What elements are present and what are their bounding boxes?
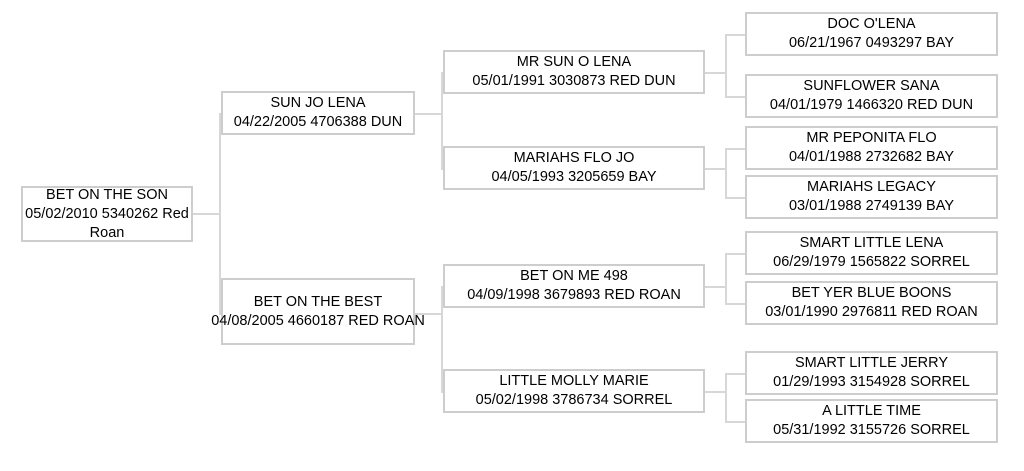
node-dam-dam-info: 05/02/1998 3786734 SORREL: [475, 392, 673, 408]
node-g4-3[interactable]: MR PEPONITA FLO 04/01/1988 2732682 BAY: [745, 126, 998, 170]
node-g4-5-info: 06/29/1979 1565822 SORREL: [773, 254, 970, 270]
connector-sire-stub: [415, 113, 443, 115]
node-g4-1-name: DOC O'LENA: [827, 16, 916, 32]
node-g4-1-info: 06/21/1967 0493297 BAY: [788, 35, 954, 51]
node-sire-sire[interactable]: MR SUN O LENA 05/01/1991 3030873 RED DUN: [443, 50, 705, 94]
connector-dam-dam-to-g4-7: [725, 373, 747, 375]
node-dam-dam[interactable]: LITTLE MOLLY MARIE 05/02/1998 3786734 SO…: [443, 369, 705, 413]
connector-sire-sire-to-g4-2: [725, 96, 747, 98]
node-g4-1[interactable]: DOC O'LENA 06/21/1967 0493297 BAY: [745, 12, 998, 56]
node-g4-5-name: SMART LITTLE LENA: [799, 235, 944, 251]
connector-dam-riser: [441, 286, 443, 393]
node-g4-8-name: A LITTLE TIME: [822, 403, 921, 419]
connector-sire-dam-to-g4-4: [725, 197, 747, 199]
connector-sire-sire-stub: [705, 72, 727, 74]
node-dam-info: 04/08/2005 4660187 RED ROAN: [211, 312, 425, 329]
connector-sire-dam-stub: [705, 168, 727, 170]
connector-dam-dam-stub: [705, 391, 727, 393]
connector-sire-riser: [441, 72, 443, 170]
node-g4-7-name: SMART LITTLE JERRY: [794, 355, 949, 371]
node-dam-sire-info: 04/09/1998 3679893 RED ROAN: [467, 287, 681, 303]
node-g4-2[interactable]: SUNFLOWER SANA 04/01/1979 1466320 RED DU…: [745, 74, 998, 118]
node-sire-name: SUN JO LENA: [270, 95, 366, 111]
node-dam-dam-name: LITTLE MOLLY MARIE: [499, 373, 649, 389]
node-sire-dam[interactable]: MARIAHS FLO JO 04/05/1993 3205659 BAY: [443, 146, 705, 190]
node-g4-8[interactable]: A LITTLE TIME 05/31/1992 3155726 SORREL: [745, 399, 998, 443]
node-sire-sire-name: MR SUN O LENA: [516, 54, 632, 70]
node-g4-4[interactable]: MARIAHS LEGACY 03/01/1988 2749139 BAY: [745, 175, 998, 219]
connector-sire-sire-riser: [725, 34, 727, 98]
node-dam[interactable]: BET ON THE BEST 04/08/2005 4660187 RED R…: [211, 278, 425, 345]
connector-dam-dam-riser: [725, 373, 727, 423]
connector-root-riser: [219, 113, 221, 315]
connector-root-stub: [193, 213, 221, 215]
node-g4-7[interactable]: SMART LITTLE JERRY 01/29/1993 3154928 SO…: [745, 351, 998, 395]
node-g4-2-name: SUNFLOWER SANA: [803, 78, 940, 94]
connector-sire-sire-to-g4-1: [725, 34, 747, 36]
node-root-name: BET ON THE SON: [46, 186, 168, 203]
connector-dam-dam-to-g4-8: [725, 421, 747, 423]
node-dam-name: BET ON THE BEST: [253, 293, 383, 310]
node-root-info: 05/02/2010 5340262 Red Roan: [25, 205, 189, 241]
connector-sire-dam-to-g4-3: [725, 148, 747, 150]
connector-dam-sire-to-g4-6: [725, 303, 747, 305]
node-g4-6-name: BET YER BLUE BOONS: [791, 285, 952, 301]
node-sire-sire-info: 05/01/1991 3030873 RED DUN: [472, 73, 676, 89]
node-g4-6-info: 03/01/1990 2976811 RED ROAN: [765, 304, 978, 320]
node-dam-sire[interactable]: BET ON ME 498 04/09/1998 3679893 RED ROA…: [443, 264, 705, 308]
connector-dam-sire-to-g4-5: [725, 253, 747, 255]
connector-dam-sire-stub: [705, 286, 727, 288]
node-g4-3-name: MR PEPONITA FLO: [806, 130, 937, 146]
node-g4-4-info: 03/01/1988 2749139 BAY: [788, 198, 954, 214]
connector-dam-stub: [415, 313, 443, 315]
node-g4-8-info: 05/31/1992 3155726 SORREL: [773, 422, 970, 438]
node-sire-dam-name: MARIAHS FLO JO: [513, 150, 635, 166]
connector-sire-dam-riser: [725, 148, 727, 199]
node-g4-2-info: 04/01/1979 1466320 RED DUN: [769, 97, 974, 113]
node-sire[interactable]: SUN JO LENA 04/22/2005 4706388 DUN: [221, 91, 415, 135]
node-g4-7-info: 01/29/1993 3154928 SORREL: [773, 374, 970, 390]
connector-dam-sire-riser: [725, 253, 727, 305]
node-g4-3-info: 04/01/1988 2732682 BAY: [788, 149, 954, 165]
node-g4-4-name: MARIAHS LEGACY: [807, 179, 936, 195]
node-g4-6[interactable]: BET YER BLUE BOONS 03/01/1990 2976811 RE…: [745, 281, 998, 325]
node-root[interactable]: BET ON THE SON 05/02/2010 5340262 Red Ro…: [21, 186, 193, 242]
node-g4-5[interactable]: SMART LITTLE LENA 06/29/1979 1565822 SOR…: [745, 231, 998, 275]
node-sire-dam-info: 04/05/1993 3205659 BAY: [491, 169, 657, 185]
node-sire-info: 04/22/2005 4706388 DUN: [233, 114, 403, 130]
node-dam-sire-name: BET ON ME 498: [520, 268, 628, 284]
